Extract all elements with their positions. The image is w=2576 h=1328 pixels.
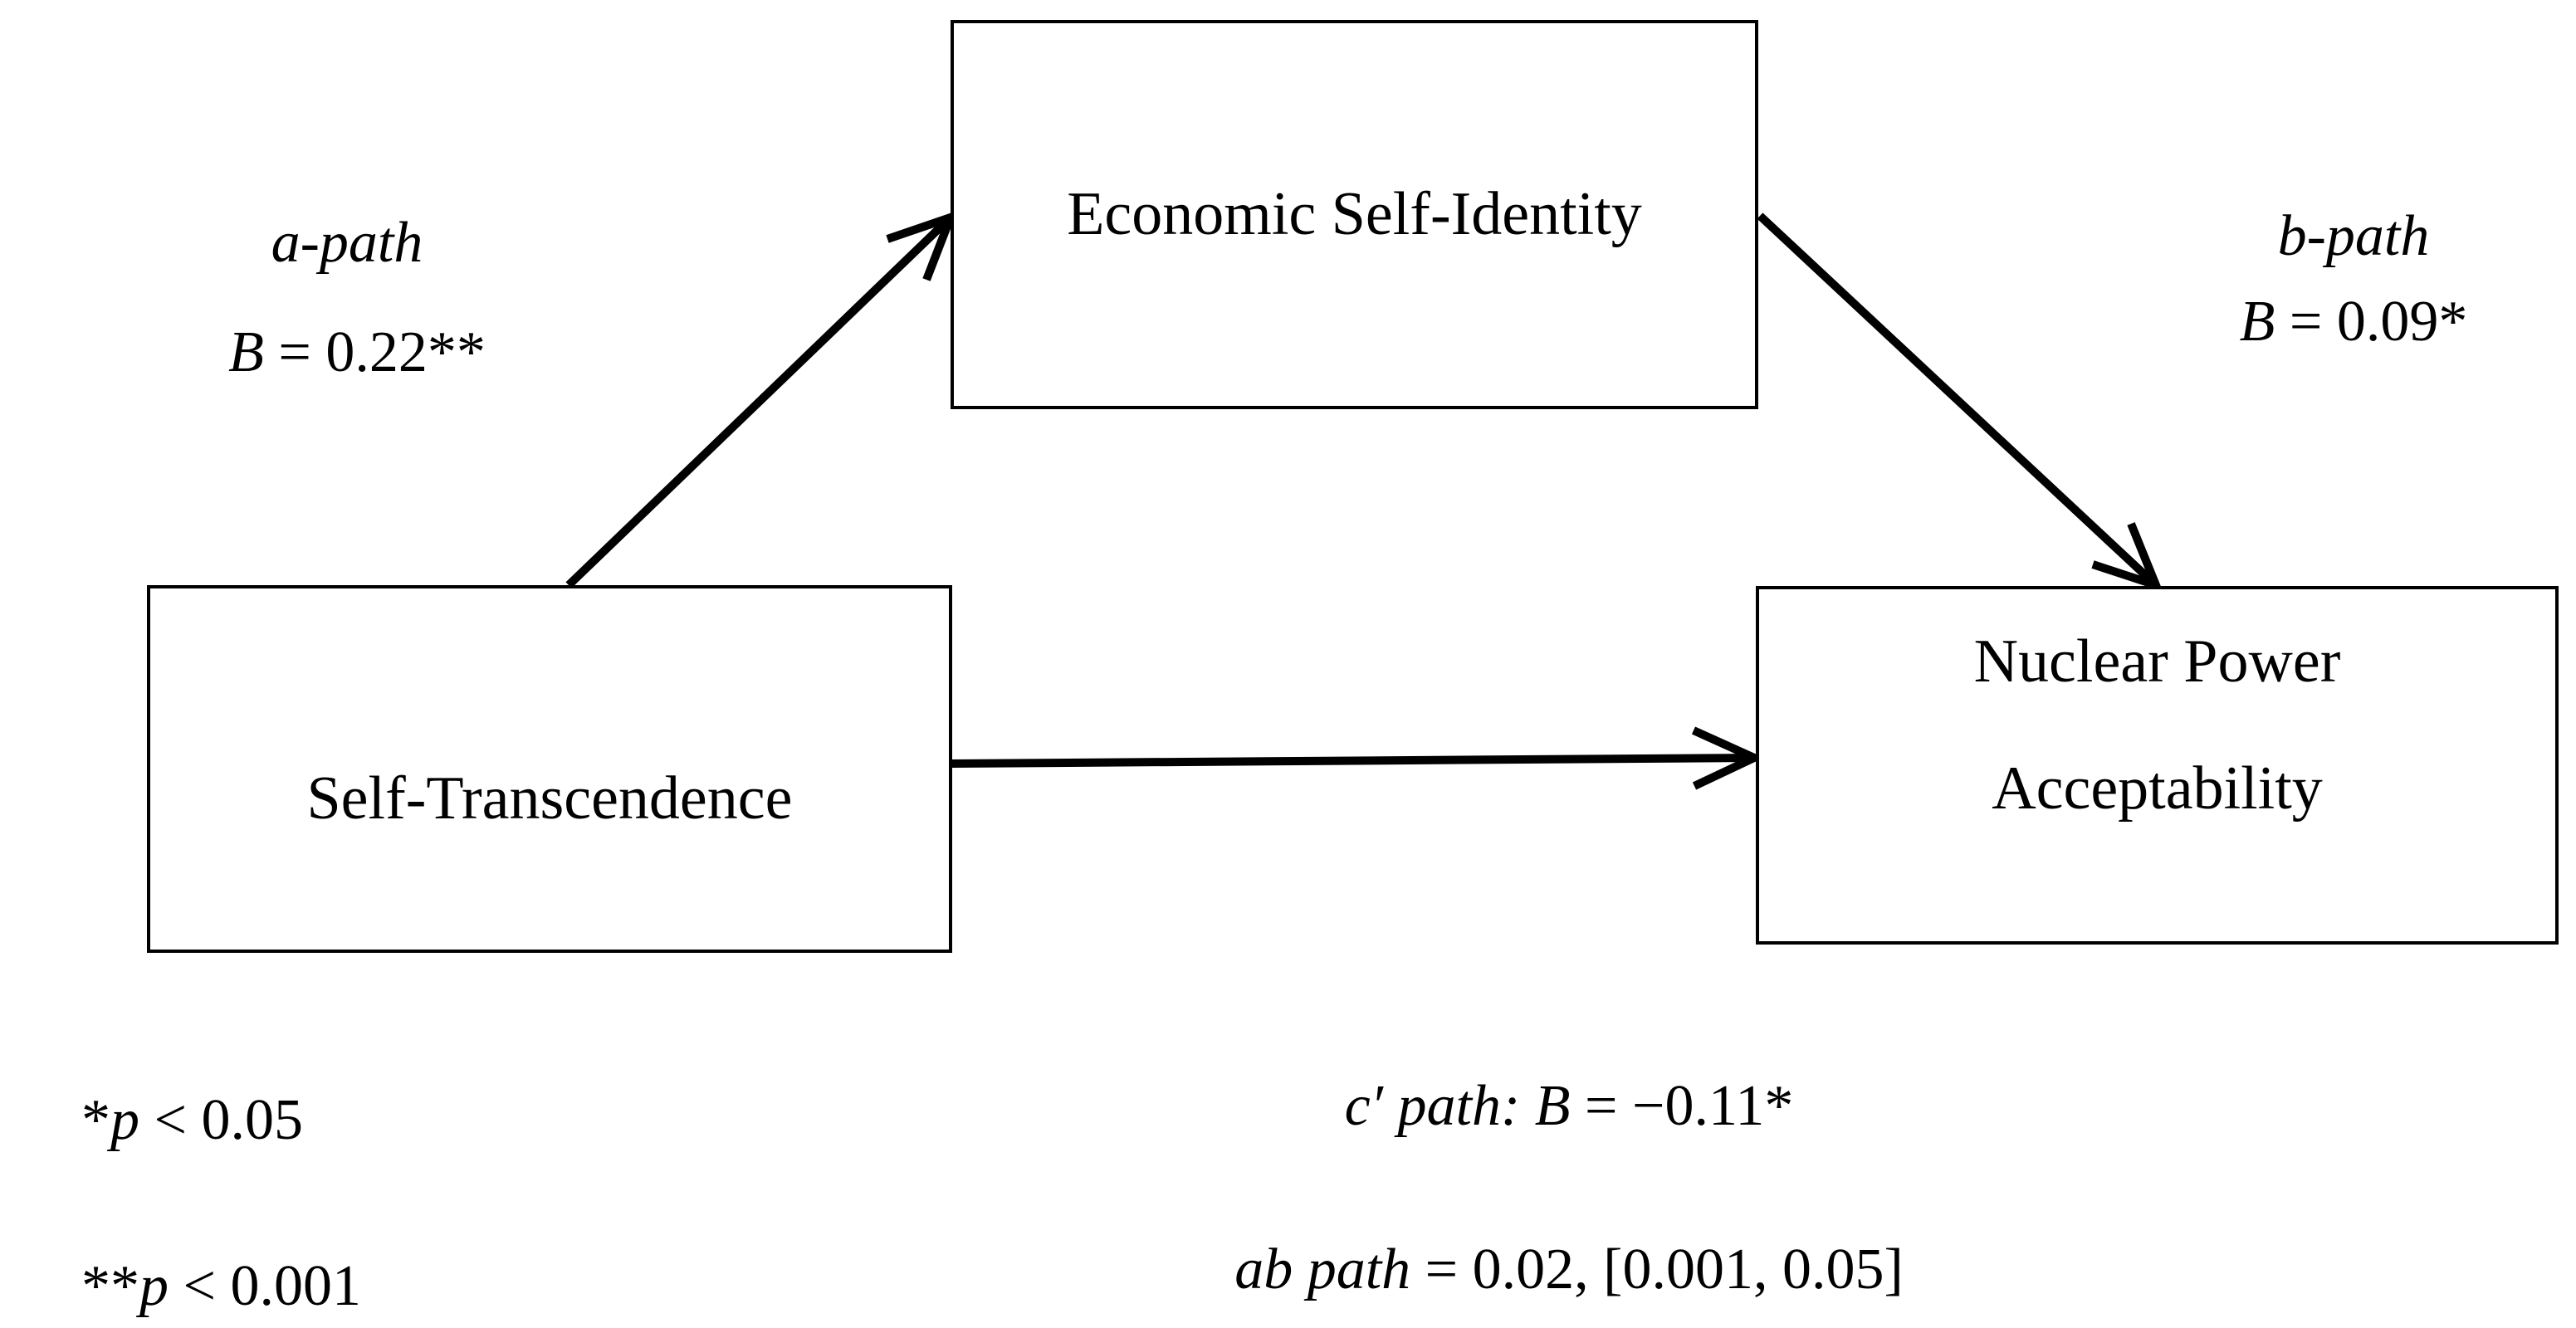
note1-threshold: < 0.05	[139, 1088, 303, 1152]
b-path-arrow	[1757, 212, 2163, 593]
indirect-symbol: ab path	[1234, 1238, 1411, 1301]
outcome-label-line2: Acceptability	[1992, 754, 2323, 823]
a-coefficient-symbol: B	[228, 320, 264, 384]
mediator-box: Economic Self-Identity	[951, 20, 1758, 409]
note2-p-symbol: p	[139, 1254, 169, 1318]
indirect-value: = 0.02, [0.001, 0.05]	[1410, 1238, 1904, 1301]
note1-p-symbol: p	[110, 1088, 139, 1152]
c-prime-symbol: c′ path: B	[1344, 1074, 1571, 1138]
a-path-arrow	[565, 210, 958, 588]
c-prime-path-arrow	[951, 726, 1764, 790]
significance-note-2: **p < 0.001	[23, 1199, 361, 1328]
significance-note-1: *p < 0.05	[23, 1033, 303, 1208]
note2-stars: **	[81, 1254, 139, 1318]
outcome-box: Nuclear Power Acceptability	[1756, 586, 2559, 945]
b-coefficient-value: = 0.09*	[2275, 290, 2468, 354]
a-path-name: a-path	[213, 156, 423, 330]
c-prime-value: = −0.11*	[1570, 1074, 1794, 1138]
predictor-label: Self-Transcendence	[306, 764, 793, 832]
a-path-coefficient: B = 0.22**	[170, 266, 486, 440]
b-path-name-text: b-path	[2277, 204, 2430, 268]
predictor-box: Self-Transcendence	[147, 585, 952, 953]
a-coefficient-value: = 0.22**	[263, 320, 486, 384]
b-path-name: b-path	[2220, 149, 2430, 324]
outcome-label-line1: Nuclear Power	[1973, 627, 2341, 696]
mediator-label: Economic Self-Identity	[1067, 179, 1642, 248]
a-path-name-text: a-path	[271, 211, 423, 275]
note1-stars: *	[81, 1088, 110, 1152]
b-path-coefficient: B = 0.09*	[2182, 235, 2468, 409]
note2-threshold: < 0.001	[169, 1254, 361, 1318]
b-coefficient-symbol: B	[2239, 290, 2275, 354]
indirect-effect: ab path = 0.02, [0.001, 0.05]	[1176, 1183, 1904, 1328]
c-prime-coefficient: c′ path: B = −0.11*	[1287, 1019, 1794, 1194]
